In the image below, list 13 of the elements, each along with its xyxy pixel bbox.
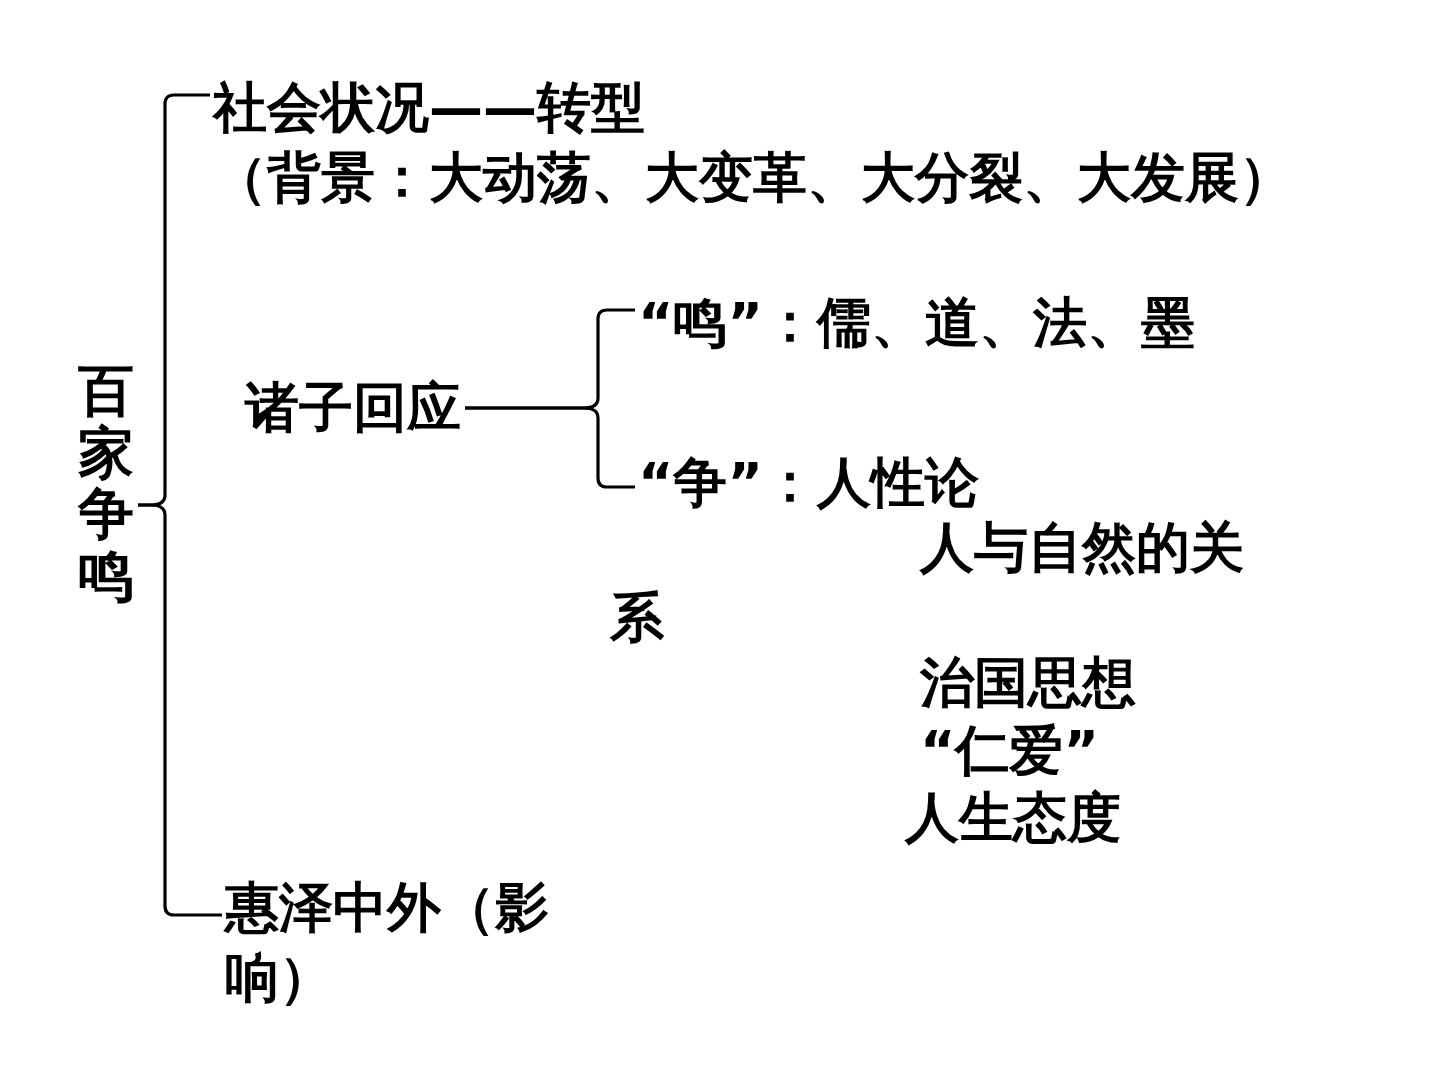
brace-connector	[465, 406, 635, 489]
sub-item-text: 人与自然的关系	[610, 515, 1245, 651]
note-text: （背景：大动荡、大变革、大分裂、大发展）	[213, 145, 1294, 211]
branch-text: 诸子回应	[245, 373, 461, 443]
branch-text: 惠泽中外（影响）	[225, 873, 570, 1013]
branch-text: “鸣”：儒、道、法、墨	[638, 288, 1195, 358]
brace-connector	[138, 503, 222, 917]
branch-text: 社会状况——转型	[213, 75, 646, 141]
sub-item-text: 治国思想	[920, 650, 1136, 716]
sub-item-text: 人生态度	[905, 785, 1121, 851]
sub-item-text: “仁爱”	[920, 718, 1099, 784]
title-text: 百家争鸣	[78, 360, 134, 607]
branch-text: “争”：人性论	[638, 448, 979, 518]
